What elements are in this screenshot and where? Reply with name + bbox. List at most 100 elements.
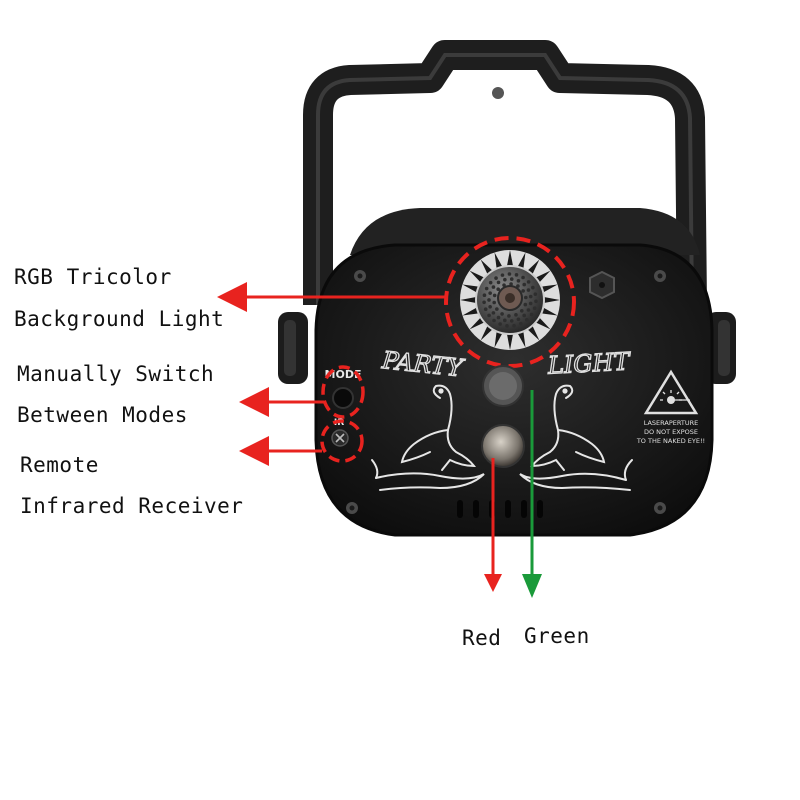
lens-cell (528, 301, 533, 306)
lens-cell (494, 276, 498, 280)
lens-cell (516, 284, 520, 288)
lens-spike (541, 307, 558, 316)
lens-cell (519, 321, 523, 326)
ir-highlight-ring (320, 419, 364, 463)
lens-cell (507, 272, 512, 276)
lens-cell (482, 293, 487, 298)
lens-cell (525, 318, 529, 322)
lens-cell (516, 317, 521, 322)
lens-cell (498, 322, 502, 326)
lens-cell (491, 285, 496, 289)
label-mode-line1: Manually Switch (17, 362, 215, 386)
lens-spike (543, 296, 560, 304)
lens-cell (487, 313, 491, 318)
lens-cell (496, 280, 501, 285)
lens-spike (535, 270, 551, 283)
lens-cell (520, 308, 524, 313)
label-red: Red (462, 626, 502, 650)
lens-spike (480, 259, 493, 275)
lens-spike (480, 325, 493, 341)
lens-cell (524, 295, 528, 300)
label-rgb-line1: RGB Tricolor (14, 265, 172, 289)
lens-cell (488, 280, 493, 285)
screw-icon (346, 270, 666, 514)
lens-cell (532, 306, 537, 311)
lens-cell (509, 282, 513, 286)
lens-spike (469, 270, 485, 283)
lens-cell (526, 288, 531, 292)
lens-cell (488, 305, 492, 309)
lens-cell (482, 300, 486, 305)
lens-cell (521, 289, 525, 293)
lens-cell (483, 307, 488, 312)
lens-cell (492, 293, 497, 298)
lens-cell (488, 291, 492, 295)
lens-spike (527, 259, 540, 275)
lens-cell (512, 323, 516, 328)
lens-spike (462, 284, 479, 293)
lens-cell (509, 277, 514, 281)
lens-cell (492, 318, 496, 323)
lens-cell (514, 313, 518, 317)
ir-label: IR (334, 418, 344, 428)
lens-spike (527, 325, 540, 341)
lens-cell (496, 287, 500, 292)
lens-cell (505, 324, 509, 328)
warning-text-2: DO NOT EXPOSE (644, 428, 698, 436)
lens-cell (500, 273, 505, 277)
lens-spike (517, 331, 526, 348)
lens-cell (500, 312, 504, 316)
lens-cell (528, 294, 533, 299)
lens-spike (535, 317, 551, 330)
lens-spike (541, 284, 558, 293)
rgb-highlight-ring (444, 236, 576, 368)
lens-spike (506, 333, 514, 350)
lens-cell (529, 312, 534, 317)
lens-cell (514, 273, 519, 277)
lens-spike (494, 252, 503, 269)
lens-cell (484, 286, 489, 291)
mode-highlight-ring (321, 365, 365, 419)
warning-text-1: LASERAPERTURE (644, 419, 699, 427)
lens-spike (506, 250, 514, 267)
device-top (350, 208, 700, 255)
lens-cell (503, 318, 507, 323)
lens-spike (469, 317, 485, 330)
lens-cell (533, 292, 538, 296)
lens-cell (516, 278, 521, 283)
laser-warning-label: LASERAPERTURE DO NOT EXPOSE TO THE NAKED… (636, 369, 705, 445)
lens-cell (492, 300, 496, 305)
lens-cell (487, 298, 491, 302)
lens-cell (509, 319, 514, 323)
lens-spike (494, 331, 503, 348)
lens-cell (522, 282, 527, 287)
rgb-light-lens (460, 250, 560, 350)
label-mode-line2: Between Modes (17, 403, 188, 427)
lens-cell (531, 285, 535, 290)
lens-cell (507, 314, 511, 318)
lens-cell (522, 313, 527, 318)
label-green: Green (524, 624, 590, 648)
red-laser-aperture (481, 424, 525, 468)
lens-cell (523, 302, 528, 307)
lens-spike (460, 296, 477, 304)
brand-light-text: LIGHT (546, 347, 632, 379)
mounting-bracket (303, 40, 707, 306)
label-rgb-line2: Background Light (14, 307, 225, 331)
lens-cell (503, 277, 507, 282)
mode-button[interactable] (332, 387, 354, 409)
lens-cell (495, 307, 499, 311)
side-knob-left[interactable] (278, 312, 308, 384)
vent-slots (457, 500, 543, 518)
lens-cell (521, 275, 525, 280)
lens-spike (462, 307, 479, 316)
lens-cell (534, 299, 538, 304)
lens-cell (496, 315, 501, 320)
seal-left-icon (371, 384, 485, 491)
lens-spike (517, 252, 526, 269)
label-ir-line1: Remote (20, 453, 99, 477)
label-ir-line2: Infrared Receiver (20, 494, 244, 518)
lens-cell (526, 280, 531, 284)
lens-cell (526, 308, 531, 312)
